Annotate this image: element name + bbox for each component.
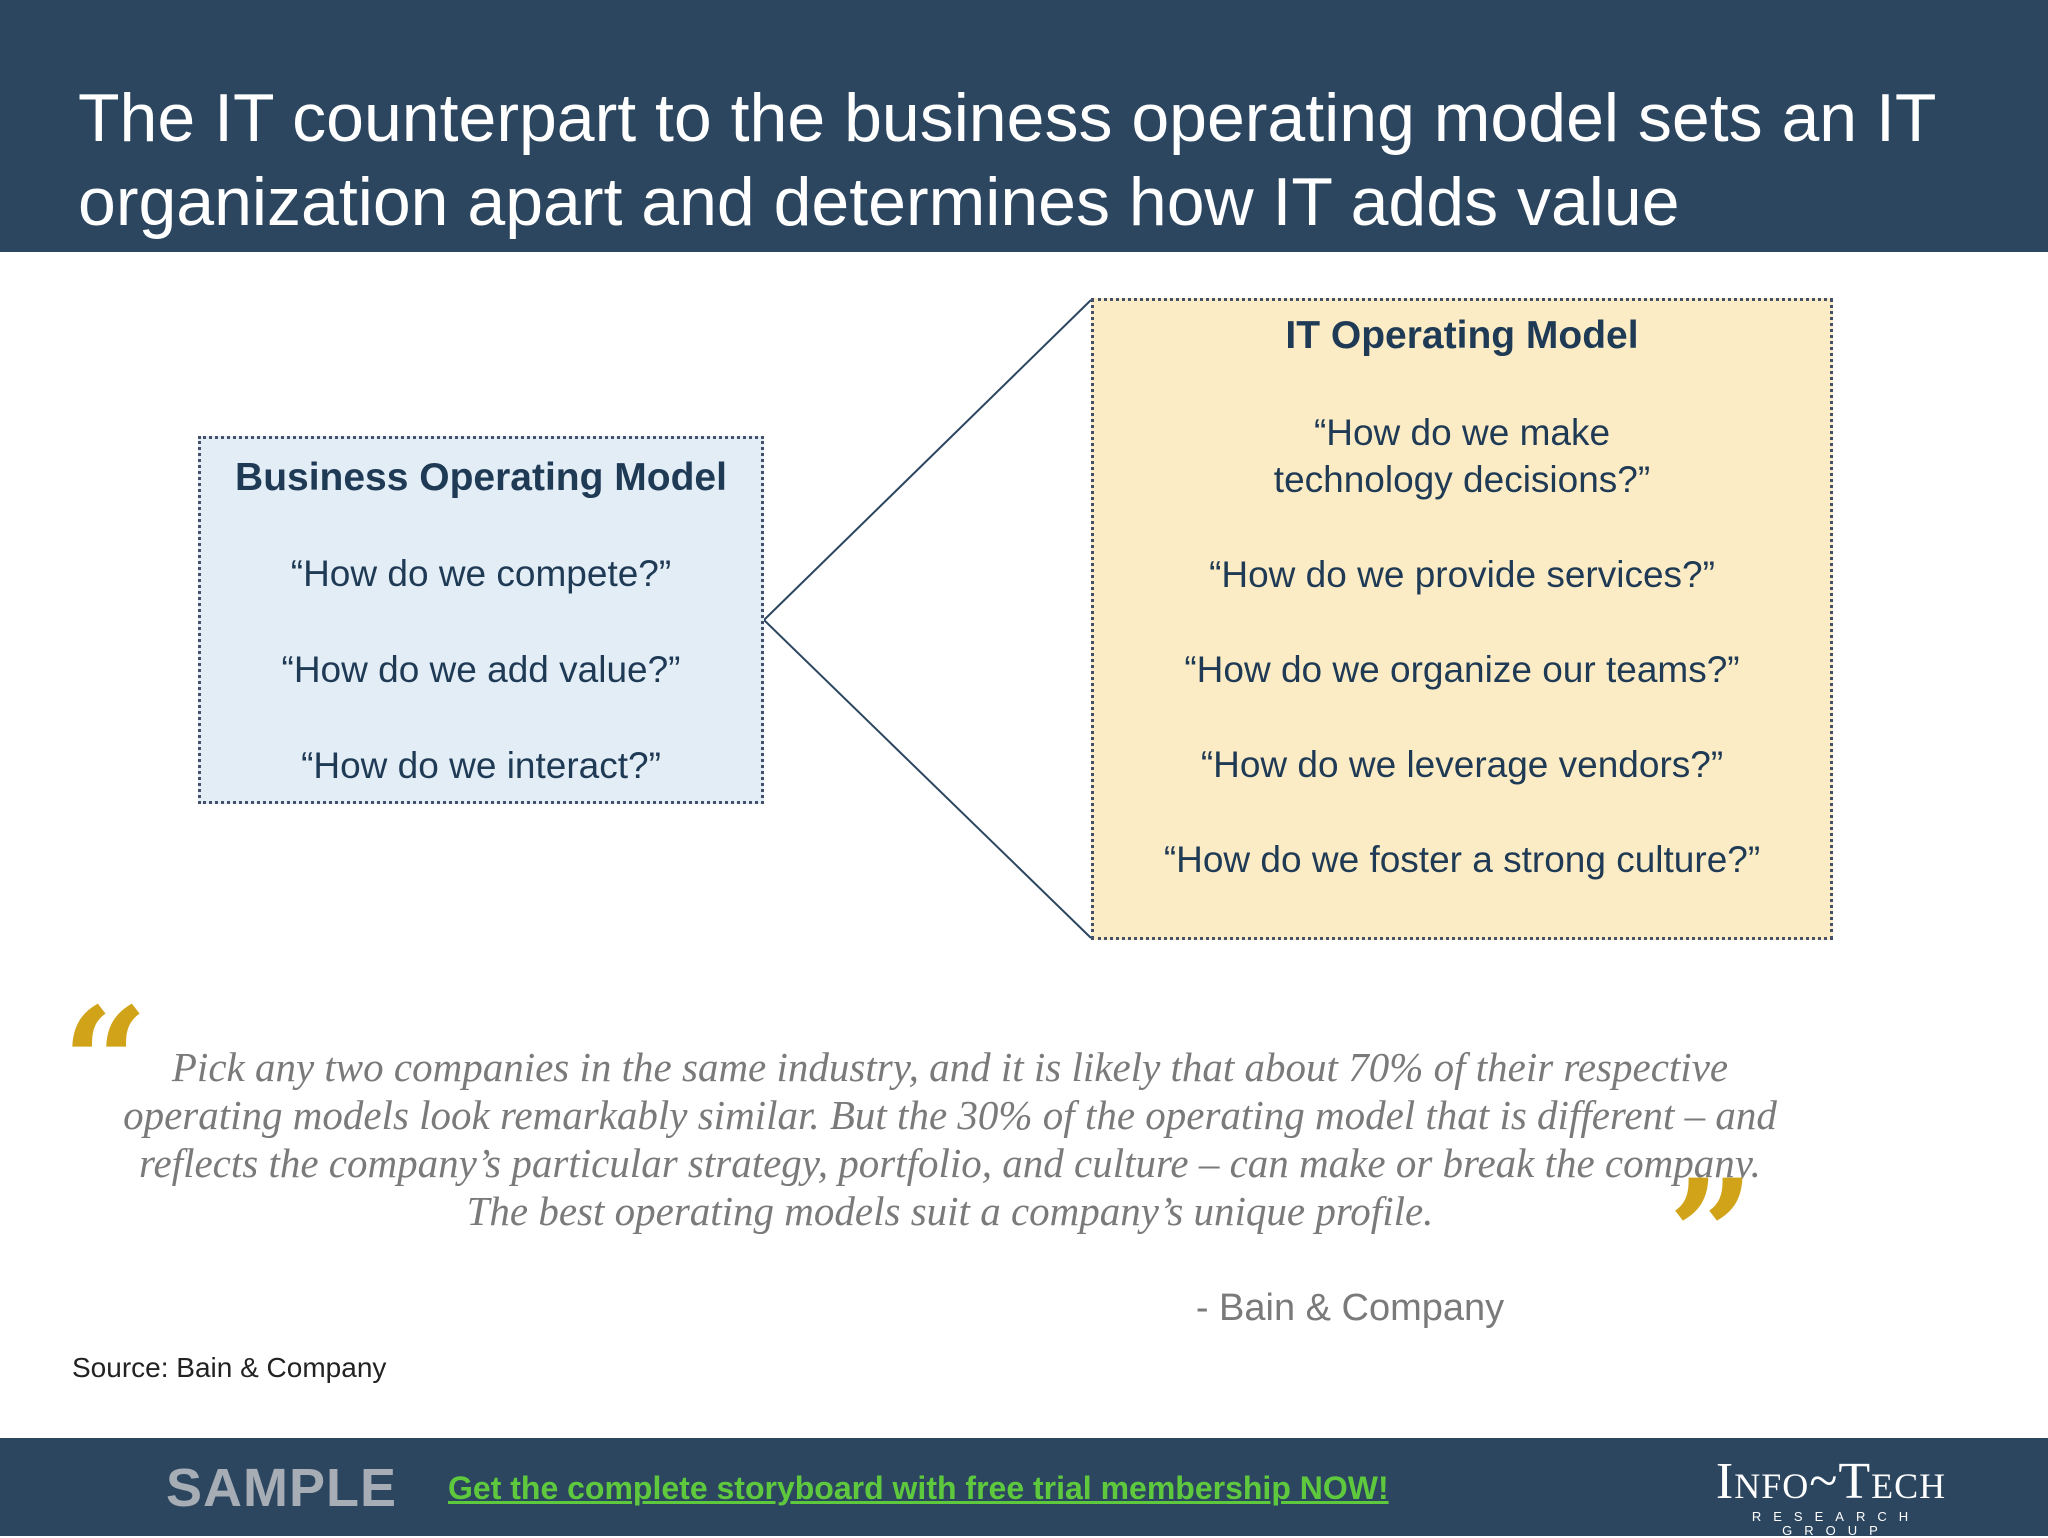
it-question-foster-culture: “How do we foster a strong culture?”: [1163, 839, 1761, 880]
quote-author: - Bain & Company: [1195, 1287, 1505, 1329]
it-question-technology-decisions: “How do we make technology decisions?”: [1273, 412, 1651, 500]
it-question-provide-services: “How do we provide services?”: [1209, 554, 1715, 595]
business-question-interact: “How do we interact?”: [301, 745, 661, 786]
source-citation: Source: Bain & Company: [72, 1352, 387, 1383]
business-operating-model-box: Business Operating Model “How do we comp…: [198, 436, 764, 804]
connector-line-bottom: [763, 619, 1092, 939]
it-operating-model-box: IT Operating Model “How do we make techn…: [1091, 298, 1833, 940]
it-question-leverage-vendors: “How do we leverage vendors?”: [1200, 744, 1724, 785]
open-quote-icon: “: [62, 975, 149, 1151]
info-tech-logo: Info~Tech RESEARCH GROUP: [1686, 1456, 1976, 1538]
quote-text: Pick any two companies in the same indus…: [123, 1044, 1777, 1234]
business-model-title: Business Operating Model: [235, 456, 727, 499]
page-title: The IT counterpart to the business opera…: [78, 80, 1936, 240]
it-model-title: IT Operating Model: [1285, 314, 1639, 357]
header-bar: The IT counterpart to the business opera…: [0, 0, 2048, 252]
business-question-compete: “How do we compete?”: [290, 553, 672, 594]
close-quote-icon: ”: [1668, 1147, 1755, 1323]
sample-label: SAMPLE: [166, 1458, 398, 1518]
free-trial-link[interactable]: Get the complete storyboard with free tr…: [448, 1470, 1389, 1506]
connector-line-top: [763, 299, 1092, 621]
footer-bar: SAMPLE Get the complete storyboard with …: [0, 1438, 2048, 1538]
logo-tagline: RESEARCH GROUP: [1751, 1509, 1921, 1538]
business-question-add-value: “How do we add value?”: [281, 649, 681, 690]
logo-wordmark: Info~Tech: [1715, 1453, 1947, 1510]
it-question-organize-teams: “How do we organize our teams?”: [1184, 649, 1740, 690]
